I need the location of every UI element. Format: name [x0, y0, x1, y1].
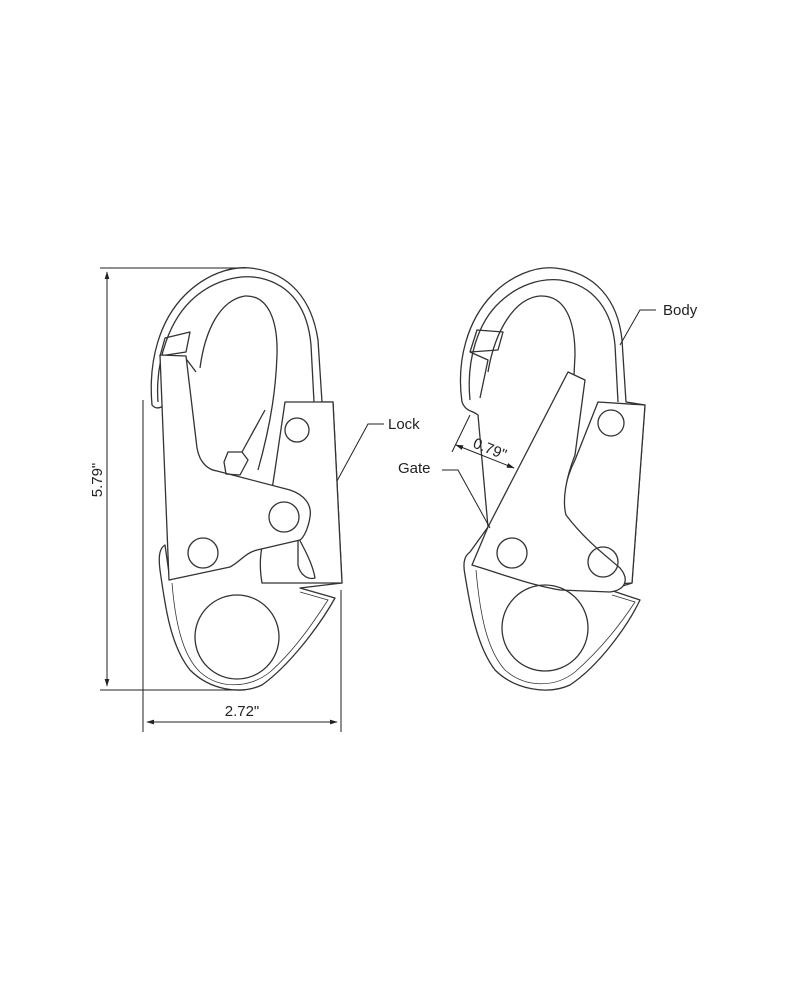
lock-callout: Lock: [336, 416, 420, 482]
lock-pivot-pin: [268, 501, 300, 533]
lock-pin-upper: [597, 409, 625, 437]
gate-callout: Gate: [398, 460, 491, 529]
hook-nose-latch: [469, 329, 504, 399]
body-label: Body: [663, 302, 698, 319]
height-value: 5.79": [89, 463, 106, 498]
height-dimension: 5.79": [89, 267, 245, 691]
hook-inner-loop: [199, 295, 278, 471]
width-value: 2.72": [225, 703, 260, 720]
lock-label: Lock: [388, 416, 420, 433]
lock-plate-slot: [297, 536, 316, 580]
hook-inner-loop: [487, 295, 576, 376]
eye-inner-outline: [171, 582, 329, 686]
hook-body-inner: [156, 276, 315, 403]
gate-label: Gate: [398, 460, 431, 477]
lock-pin-upper: [284, 417, 310, 443]
gate: [159, 354, 311, 581]
body-callout: Body: [619, 302, 698, 346]
gate: [471, 371, 626, 593]
snap-hook-open: [459, 267, 646, 691]
eye-hole: [501, 584, 589, 672]
eye-inner-outline: [475, 569, 636, 685]
gate-spring: [223, 409, 266, 476]
snap-hook-closed: [150, 267, 343, 691]
hook-body-inner: [468, 279, 619, 403]
gate-pivot-pin: [496, 537, 528, 569]
width-dimension: 2.72": [142, 400, 342, 732]
gate-pivot-pin: [187, 537, 219, 569]
eye-hole: [194, 594, 280, 680]
lock-pivot-pin: [587, 546, 619, 578]
